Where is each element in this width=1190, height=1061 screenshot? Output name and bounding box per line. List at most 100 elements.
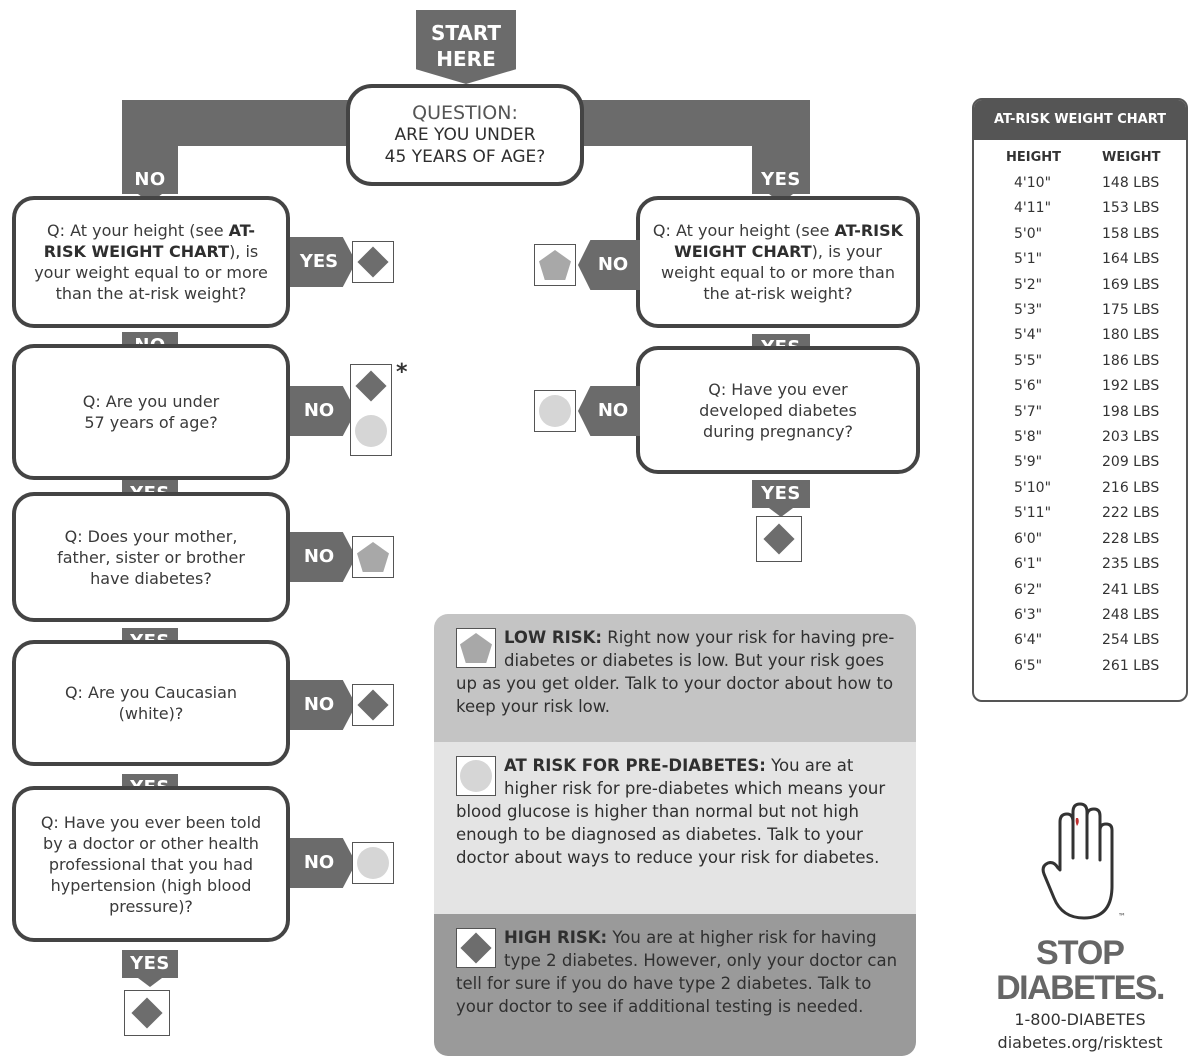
diamond-icon xyxy=(763,523,795,555)
chart-title: AT-RISK WEIGHT CHART xyxy=(974,100,1186,140)
question-text: Q: Have you ever developed diabetes duri… xyxy=(699,379,857,441)
result-box-left-final xyxy=(124,990,170,1036)
question-text-pre: Q: At your height (see xyxy=(652,221,835,240)
diamond-icon xyxy=(131,997,163,1029)
weight-row: 6'3"248 LBS xyxy=(996,603,1160,628)
at-risk-weight-chart: AT-RISK WEIGHT CHART HEIGHT WEIGHT 4'10"… xyxy=(972,98,1188,702)
height-cell: 5'10" xyxy=(1014,479,1052,496)
asterisk: * xyxy=(396,360,408,385)
weight-row: 5'11"222 LBS xyxy=(996,501,1160,526)
diamond-icon xyxy=(355,370,387,402)
yes-tag-top: YES xyxy=(752,166,810,203)
height-cell: 5'9" xyxy=(1014,454,1043,471)
weight-cell: 169 LBS xyxy=(1102,276,1160,293)
weight-cell: 148 LBS xyxy=(1102,175,1160,191)
weight-row: 5'1" 164 LBS xyxy=(996,247,1160,272)
circle-icon xyxy=(355,415,387,447)
question-box-left-weight: Q: At your height (see AT-RISK WEIGHT CH… xyxy=(12,196,290,328)
weight-cell: 203 LBS xyxy=(1102,429,1160,446)
start-here-tag: START HERE xyxy=(416,10,516,84)
connector-band-left-drop xyxy=(122,100,178,170)
weight-chart-ref: AT-RISK WEIGHT CHART xyxy=(674,221,904,261)
question-line1: ARE YOU UNDER xyxy=(394,125,536,145)
weight-row: 6'2"241 LBS xyxy=(996,578,1160,603)
no-arrow-caucasian: NO xyxy=(290,680,356,730)
legend-text: You are at higher risk for having type 2… xyxy=(456,928,898,1016)
legend-pre-diabetes: AT RISK FOR PRE-DIABETES: You are at hig… xyxy=(434,742,916,914)
question-text: Q: Does your mother, father, sister or b… xyxy=(57,526,245,588)
weight-chart-ref: AT-RISK WEIGHT CHART xyxy=(43,221,255,261)
height-cell: 5'1" xyxy=(1014,251,1043,268)
weight-cell: 153 LBS xyxy=(1102,200,1160,217)
legend-low-risk: LOW RISK: Right now your risk for having… xyxy=(434,614,916,742)
weight-row: 5'4" 180 LBS xyxy=(996,323,1160,348)
legend-high-risk: HIGH RISK: You are at higher risk for ha… xyxy=(434,914,916,1056)
weight-row: 5'6"192 LBS xyxy=(996,374,1160,399)
question-text: Q: Are you under 57 years of age? xyxy=(82,392,220,432)
pentagon-icon xyxy=(357,542,389,572)
weight-row: 5'9" 209 LBS xyxy=(996,450,1160,475)
hand-icon xyxy=(1041,802,1114,920)
weight-row: 6'0"228 LBS xyxy=(996,527,1160,552)
result-box-caucasian xyxy=(352,684,394,726)
header-height: HEIGHT xyxy=(1006,150,1062,165)
diamond-icon xyxy=(460,932,492,964)
weight-cell: 164 LBS xyxy=(1102,251,1160,268)
weight-cell: 254 LBS xyxy=(1102,632,1160,649)
weight-row: 4'10" 148 LBS xyxy=(996,171,1160,196)
legend-text: You are at higher risk for pre-diabetes … xyxy=(456,756,886,867)
weight-row: 5'8" 203 LBS xyxy=(996,425,1160,450)
start-line2: HERE xyxy=(436,47,496,71)
weight-cell: 228 LBS xyxy=(1102,530,1160,547)
result-box-right-final xyxy=(756,516,802,562)
brand-diabetes: DIABETES. xyxy=(996,969,1165,1007)
circle-icon xyxy=(357,847,389,879)
weight-cell: 248 LBS xyxy=(1102,606,1160,623)
brand-stop: STOP xyxy=(1036,934,1125,972)
result-box-right-weight xyxy=(534,244,576,286)
weight-cell: 198 LBS xyxy=(1102,403,1160,420)
no-tag-top: NO xyxy=(122,166,178,203)
diamond-icon xyxy=(357,689,389,721)
weight-row: 6'4" 254 LBS xyxy=(996,628,1160,653)
question-box-hypertension: Q: Have you ever been told by a doctor o… xyxy=(12,786,290,942)
connector-band-right-drop xyxy=(752,100,810,170)
stop-diabetes-logo: ™ STOP DIABETES. 1-800-DIABETES diabetes… xyxy=(980,800,1180,1054)
result-box-left-weight xyxy=(352,241,394,283)
height-cell: 5'2" xyxy=(1014,276,1043,293)
legend-icon-box xyxy=(456,628,496,668)
header-weight: WEIGHT xyxy=(1102,150,1161,165)
result-box-family xyxy=(352,536,394,578)
question-line2: 45 YEARS OF AGE? xyxy=(384,147,546,167)
yes-arrow-left-weight: YES xyxy=(290,237,356,287)
height-cell: 5'6" xyxy=(1014,378,1043,395)
weight-cell: 209 LBS xyxy=(1102,454,1160,471)
weight-row: 5'5" 186 LBS xyxy=(996,349,1160,374)
height-cell: 5'4" xyxy=(1014,327,1043,344)
legend-text: Right now your risk for having pre-diabe… xyxy=(456,628,895,716)
question-text: Q: Have you ever been told by a doctor o… xyxy=(40,812,262,916)
circle-icon xyxy=(539,395,571,427)
no-arrow-pregnancy: NO xyxy=(578,386,640,436)
legend-icon-box xyxy=(456,928,496,968)
height-cell: 6'1" xyxy=(1014,556,1043,573)
result-box-pregnancy xyxy=(534,390,576,432)
weight-row: 4'11"153 LBS xyxy=(996,196,1160,221)
circle-icon xyxy=(460,760,492,792)
question-box-age-45: QUESTION: ARE YOU UNDER 45 YEARS OF AGE? xyxy=(346,84,584,186)
height-cell: 5'5" xyxy=(1014,352,1043,369)
height-cell: 6'4" xyxy=(1014,632,1043,649)
weight-cell: 180 LBS xyxy=(1102,327,1160,344)
question-box-caucasian: Q: Are you Caucasian (white)? xyxy=(12,640,290,766)
pentagon-icon xyxy=(539,250,571,280)
result-box-age-57 xyxy=(350,364,392,456)
question-text-post: ), is your weight equal to or more than … xyxy=(34,242,268,303)
weight-cell: 186 LBS xyxy=(1102,352,1160,369)
question-text: Q: Are you Caucasian (white)? xyxy=(64,683,238,723)
question-box-age-57: Q: Are you under 57 years of age? xyxy=(12,344,290,480)
height-cell: 5'8" xyxy=(1014,429,1043,446)
weight-row: 6'5"261 LBS xyxy=(996,654,1160,679)
legend-title: LOW RISK: xyxy=(504,628,603,647)
height-cell: 4'10" xyxy=(1014,175,1052,191)
weight-row: 5'7"198 LBS xyxy=(996,400,1160,425)
